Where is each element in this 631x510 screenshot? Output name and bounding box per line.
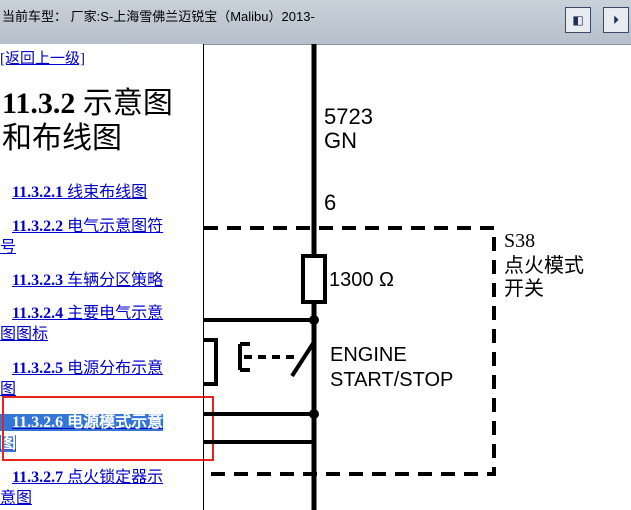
nav-item-schematic-symbols[interactable]: 11.3.2.2 电气示意图符号 bbox=[0, 218, 164, 256]
component-name-line2: 开关 bbox=[504, 277, 544, 300]
component-boundary-dashed bbox=[204, 226, 496, 476]
next-page-button[interactable]: ⏵ bbox=[603, 7, 629, 33]
sidebar: [返回上一级] 11.3.2 示意图 和布线图 11.3.2.1 线束布线图 1… bbox=[0, 44, 203, 510]
resistor bbox=[301, 254, 327, 304]
nav-item-power-distribution[interactable]: 11.3.2.5 电源分布示意图 bbox=[0, 360, 164, 398]
resistor-value: 1300 Ω bbox=[329, 269, 394, 291]
nav-item-ignition-lock[interactable]: 11.3.2.7 点火锁定器示意图 bbox=[0, 469, 164, 507]
wire-color-label: GN bbox=[324, 128, 357, 153]
pin-label: 6 bbox=[324, 190, 336, 215]
vehicle-title: 当前车型： 厂家:S-上海雪佛兰迈锐宝（Malibu）2013- bbox=[2, 9, 315, 24]
component-name-line1: 点火模式 bbox=[504, 254, 584, 277]
section-heading: 11.3.2 示意图 和布线图 bbox=[2, 86, 202, 156]
nav-item-main-schematic-icons[interactable]: 11.3.2.4 主要电气示意图图标 bbox=[0, 305, 164, 343]
pane-divider[interactable] bbox=[203, 44, 204, 510]
back-link[interactable]: [返回上一级] bbox=[0, 51, 85, 67]
nav-item-harness-routing[interactable]: 11.3.2.1 线束布线图 bbox=[12, 184, 148, 201]
section-title-line1: 示意图 bbox=[75, 87, 173, 120]
switch-label-line2: START/STOP bbox=[330, 369, 453, 391]
nav-item-power-mode-selected[interactable]: 11.3.2.6 电源模式示意图 bbox=[0, 414, 164, 452]
panel-toggle-icon: ◧ bbox=[572, 13, 584, 27]
switch-contact bbox=[290, 340, 316, 378]
section-number: 11.3.2 bbox=[2, 87, 76, 120]
switch-label-line1: ENGINE bbox=[330, 344, 407, 366]
nav-item-vehicle-zones[interactable]: 11.3.2.3 车辆分区策略 bbox=[12, 272, 164, 289]
component-id: S38 bbox=[504, 230, 535, 252]
section-title-line2: 和布线图 bbox=[2, 122, 122, 155]
toggle-panel-button[interactable]: ◧ bbox=[565, 7, 591, 33]
wiring-diagram: 5723 GN 6 1300 Ω ENGINE START/STOP S38 点… bbox=[204, 44, 584, 510]
wire-circuit-label: 5723 bbox=[324, 104, 373, 129]
title-bar: 当前车型： 厂家:S-上海雪佛兰迈锐宝（Malibu）2013- ◧ ⏵ bbox=[0, 0, 631, 45]
next-arrow-icon: ⏵ bbox=[612, 12, 619, 27]
side-bracket bbox=[204, 338, 218, 386]
